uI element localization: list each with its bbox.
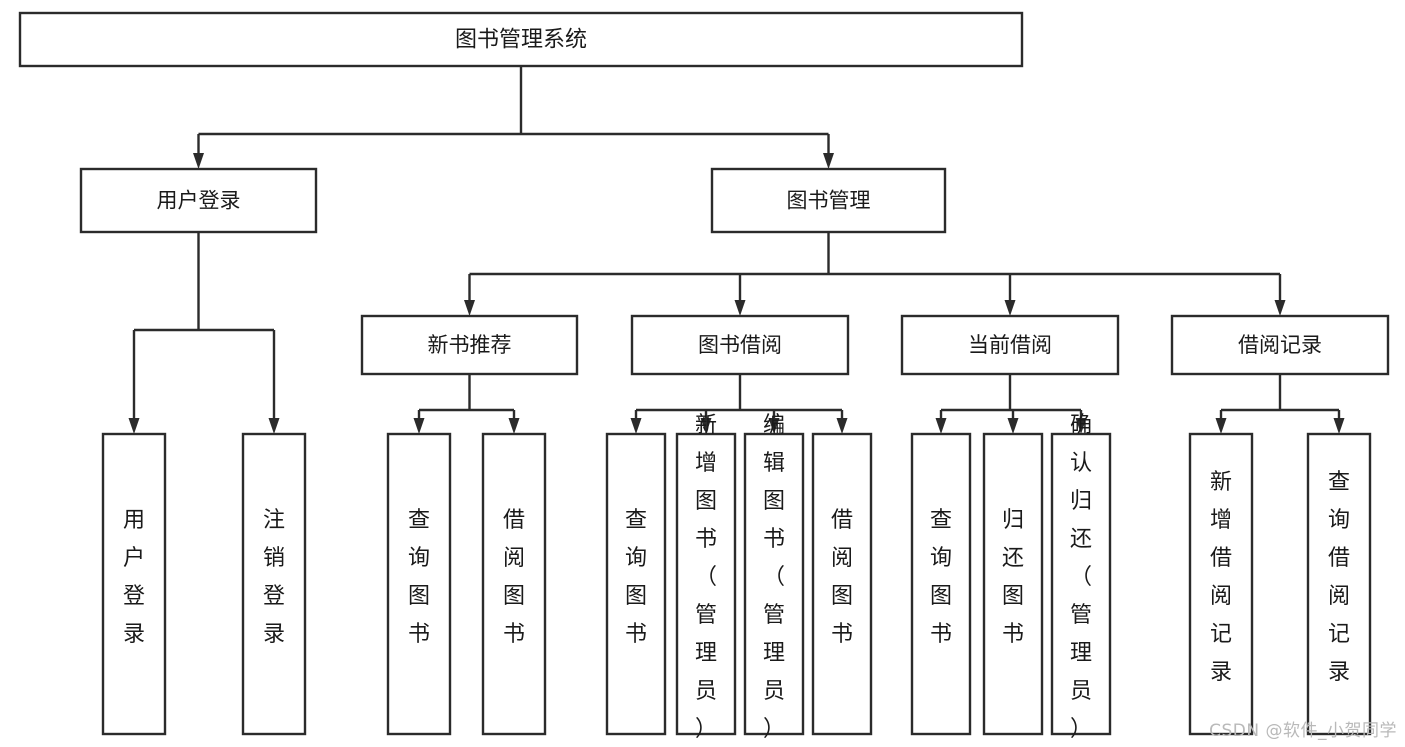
node-user-login[interactable]: 用户登录 [79,167,318,234]
node-leaf-borrow-book-1[interactable]: 借阅图书 [481,432,547,736]
node-box [675,432,737,736]
node-leaf-logout[interactable]: 注销登录 [241,432,307,736]
node-label: 图书管理系统 [455,28,587,53]
node-leaf-edit-book[interactable]: 编辑图书（管理员） [743,413,805,742]
node-label: 用户登录 [157,189,241,213]
node-label: 查询借阅记录 [1328,470,1350,685]
node-box [360,314,579,376]
node-label: 借阅图书 [503,508,525,647]
node-leaf-query-book-3[interactable]: 查询图书 [910,432,972,736]
node-label: 图书借阅 [698,333,782,357]
node-box [481,432,547,736]
node-box [79,167,318,234]
node-box [241,432,307,736]
node-box [386,432,452,736]
node-new-book-recommend[interactable]: 新书推荐 [360,314,579,376]
node-label: 借阅图书 [831,508,853,647]
node-label: 编辑图书（管理员） [763,413,785,742]
node-box [900,314,1120,376]
node-leaf-add-record[interactable]: 新增借阅记录 [1188,432,1254,736]
node-box [710,167,947,234]
node-label: 归还图书 [1002,508,1024,647]
node-box [605,432,667,736]
node-box [1188,432,1254,736]
node-box [101,432,167,736]
node-label: 确认归还（管理员） [1070,413,1092,742]
node-current-borrow[interactable]: 当前借阅 [900,314,1120,376]
node-box [743,432,805,736]
node-label: 新增图书（管理员） [695,413,717,742]
node-label: 用户登录 [123,508,145,647]
node-leaf-add-book[interactable]: 新增图书（管理员） [675,413,737,742]
node-leaf-borrow-book-2[interactable]: 借阅图书 [811,432,873,736]
node-box [630,314,850,376]
connector-layer [128,66,1345,434]
node-book-borrow[interactable]: 图书借阅 [630,314,850,376]
node-box [18,11,1024,68]
node-label: 查询图书 [625,508,647,647]
node-box [982,432,1044,736]
node-book-manage[interactable]: 图书管理 [710,167,947,234]
node-label: 查询图书 [408,508,430,647]
node-leaf-user-login[interactable]: 用户登录 [101,432,167,736]
node-leaf-query-book-1[interactable]: 查询图书 [386,432,452,736]
node-leaf-confirm-return[interactable]: 确认归还（管理员） [1050,413,1112,742]
node-box [1306,432,1372,736]
node-label: 注销登录 [263,508,285,647]
node-leaf-query-book-2[interactable]: 查询图书 [605,432,667,736]
node-label: 查询图书 [930,508,952,647]
node-leaf-query-record[interactable]: 查询借阅记录 [1306,432,1372,736]
node-label: 借阅记录 [1238,333,1322,357]
node-leaf-return-book[interactable]: 归还图书 [982,432,1044,736]
node-label: 图书管理 [787,189,871,213]
node-label: 新书推荐 [428,333,512,357]
node-root[interactable]: 图书管理系统 [18,11,1024,68]
node-box [811,432,873,736]
node-label: 新增借阅记录 [1210,470,1232,685]
node-box [1050,432,1112,736]
node-layer: 图书管理系统用户登录图书管理新书推荐图书借阅当前借阅借阅记录用户登录注销登录查询… [18,11,1390,742]
node-box [910,432,972,736]
node-box [1170,314,1390,376]
node-label: 当前借阅 [968,333,1052,357]
node-borrow-record[interactable]: 借阅记录 [1170,314,1390,376]
